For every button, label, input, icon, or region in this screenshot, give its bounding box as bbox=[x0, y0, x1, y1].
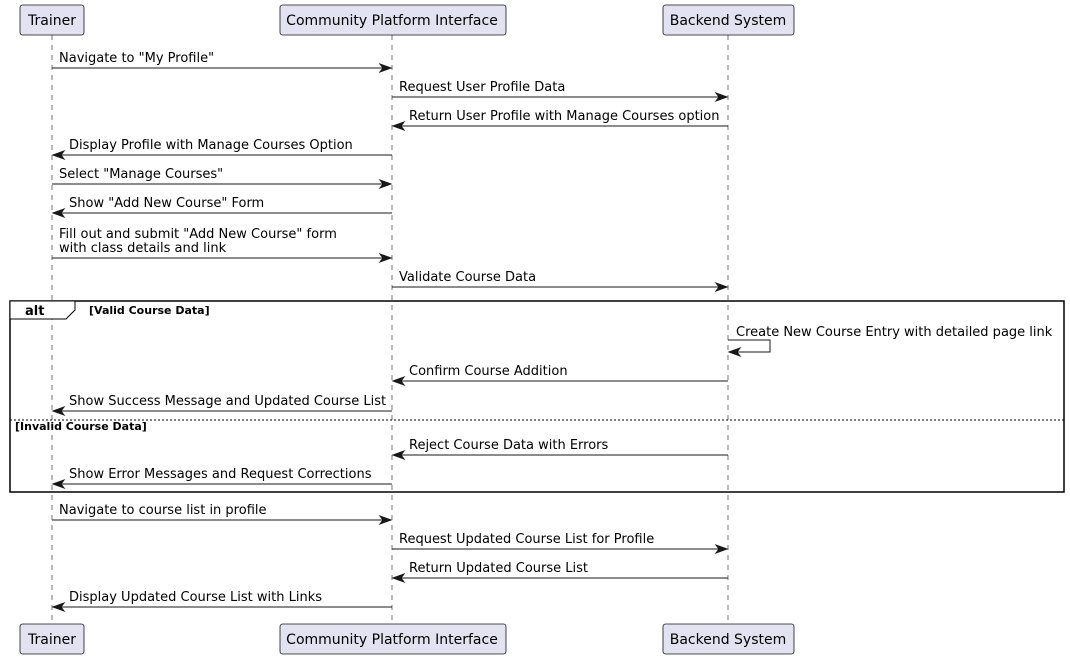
message-9-arrow-head bbox=[391, 375, 406, 387]
participant-box-platform-bottom bbox=[279, 623, 507, 655]
message-6-arrow-head bbox=[378, 252, 393, 264]
alt-fragment-tab bbox=[9, 300, 76, 320]
alt-fragment-frame bbox=[9, 300, 1065, 493]
message-11-label: Reject Course Data with Errors bbox=[409, 438, 609, 453]
message-5-arrow-head bbox=[51, 207, 66, 219]
message-1-arrow-head bbox=[714, 91, 729, 103]
message-15-label: Return Updated Course List bbox=[409, 561, 588, 576]
participant-box-backend-top bbox=[662, 4, 795, 36]
message-6-label-line-0: Fill out and submit "Add New Course" for… bbox=[59, 227, 337, 242]
alt-guard-invalid: [Invalid Course Data] bbox=[15, 420, 147, 433]
message-13-label: Navigate to course list in profile bbox=[59, 503, 267, 518]
message-6-label-line-1: with class details and link bbox=[59, 241, 227, 256]
message-10-label: Show Success Message and Updated Course … bbox=[69, 394, 386, 409]
message-14-arrow-head bbox=[714, 543, 729, 555]
message-3-label: Display Profile with Manage Courses Opti… bbox=[69, 138, 353, 153]
message-10-arrow-head bbox=[51, 405, 66, 417]
message-14-label: Request Updated Course List for Profile bbox=[399, 532, 654, 547]
participant-label-platform-top: Community Platform Interface bbox=[286, 13, 498, 29]
participant-box-trainer-bottom bbox=[19, 623, 85, 655]
participant-box-trainer-top bbox=[19, 4, 85, 36]
message-8-arrow-head bbox=[727, 346, 742, 358]
message-0-arrow-head bbox=[378, 62, 393, 74]
alt-keyword: alt bbox=[25, 304, 44, 319]
message-7-arrow-head bbox=[714, 281, 729, 293]
participant-label-trainer-top: Trainer bbox=[27, 13, 76, 29]
message-8-arrow-line bbox=[728, 339, 771, 353]
message-7-label: Validate Course Data bbox=[399, 270, 536, 285]
message-16-arrow-head bbox=[51, 601, 66, 613]
message-12-arrow-head bbox=[51, 478, 66, 490]
message-1-label: Request User Profile Data bbox=[399, 80, 565, 95]
participant-box-platform-top bbox=[279, 4, 507, 36]
message-11-arrow-head bbox=[391, 449, 406, 461]
message-0-label: Navigate to "My Profile" bbox=[59, 51, 214, 66]
message-5-label: Show "Add New Course" Form bbox=[69, 196, 264, 211]
participant-label-trainer-bottom: Trainer bbox=[27, 632, 76, 648]
message-8-label: Create New Course Entry with detailed pa… bbox=[736, 325, 1053, 340]
message-4-arrow-head bbox=[378, 178, 393, 190]
alt-guard-valid: [Valid Course Data] bbox=[89, 304, 210, 317]
message-16-label: Display Updated Course List with Links bbox=[69, 590, 322, 605]
message-13-arrow-head bbox=[378, 514, 393, 526]
participant-box-backend-bottom bbox=[662, 623, 795, 655]
message-15-arrow-head bbox=[391, 572, 406, 584]
participant-label-platform-bottom: Community Platform Interface bbox=[286, 632, 498, 648]
message-2-label: Return User Profile with Manage Courses … bbox=[409, 109, 719, 124]
message-4-label: Select "Manage Courses" bbox=[59, 167, 223, 182]
message-12-label: Show Error Messages and Request Correcti… bbox=[69, 467, 372, 482]
message-3-arrow-head bbox=[51, 149, 66, 161]
participant-label-backend-top: Backend System bbox=[670, 13, 787, 29]
message-9-label: Confirm Course Addition bbox=[409, 364, 568, 379]
message-2-arrow-head bbox=[391, 120, 406, 132]
participant-label-backend-bottom: Backend System bbox=[670, 632, 787, 648]
